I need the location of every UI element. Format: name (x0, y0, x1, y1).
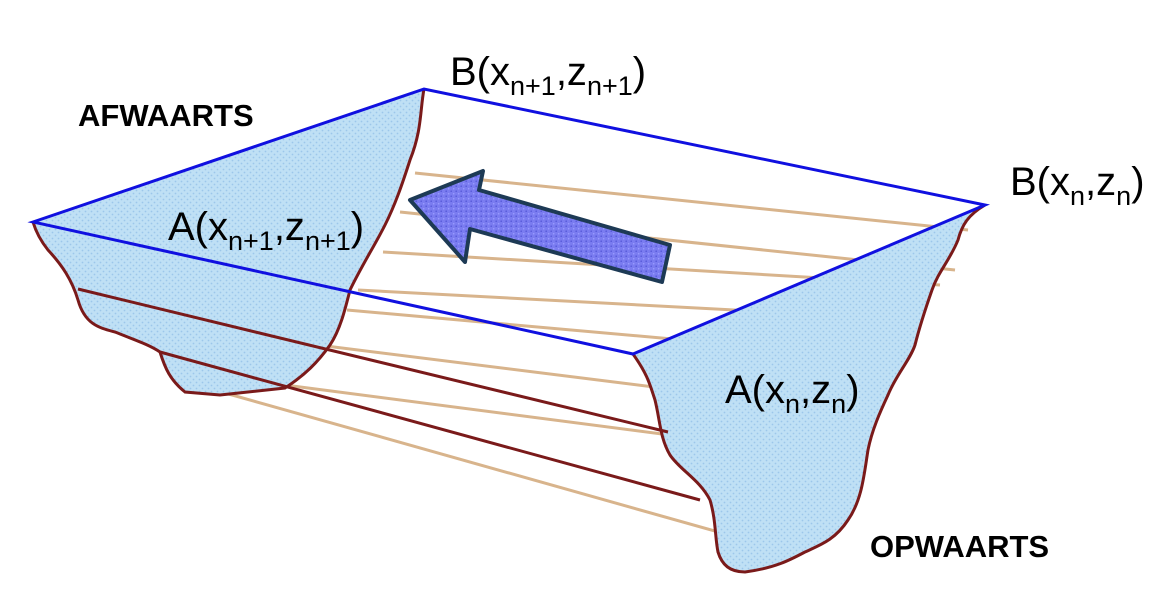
a-curr-sub1: n (785, 389, 800, 419)
downstream-bank-outline (631, 203, 986, 574)
a-next-sub2: n+1 (305, 226, 351, 256)
b-next-sub2: n+1 (587, 71, 633, 101)
left-arrow-icon (408, 169, 672, 284)
bottom-line-8 (224, 391, 801, 557)
b-curr-sub2: n (1116, 181, 1131, 211)
b-next-label: B(xn+1,zn+1) (450, 50, 646, 101)
a-curr-label: A(xn,zn) (725, 368, 860, 419)
upstream-label: AFWAARTS (78, 98, 254, 133)
upstream-cross-section (33, 89, 424, 395)
a-curr-sub2: n (831, 389, 846, 419)
bank-line-1 (77, 287, 669, 434)
upstream-bank-outline (31, 88, 426, 397)
b-curr-end: ) (1131, 160, 1144, 204)
b-curr-label: B(xn,zn) (1010, 160, 1145, 211)
b-curr-mid: ,z (1085, 160, 1116, 204)
bottom-line-1 (414, 171, 969, 232)
a-next-mid: ,z (274, 205, 305, 249)
downstream-cross-section (633, 205, 985, 572)
a-next-main: A(x (168, 205, 228, 249)
bank-line-2 (159, 350, 701, 502)
a-next-label: A(xn+1,zn+1) (168, 205, 364, 256)
downstream-label: OPWAARTS (870, 529, 1049, 564)
a-next-sub1: n+1 (228, 226, 274, 256)
bank-lines (77, 287, 701, 502)
a-next-end: ) (351, 205, 364, 249)
b-next-end: ) (633, 50, 646, 94)
b-next-mid: ,z (556, 50, 587, 94)
a-curr-end: ) (846, 368, 859, 412)
b-next-main: B(x (450, 50, 510, 94)
b-next-sub1: n+1 (510, 71, 556, 101)
a-curr-main: A(x (725, 368, 785, 412)
water-surface (27, 87, 991, 356)
b-curr-sub1: n (1070, 181, 1085, 211)
a-curr-mid: ,z (800, 368, 831, 412)
b-curr-main: B(x (1010, 160, 1070, 204)
